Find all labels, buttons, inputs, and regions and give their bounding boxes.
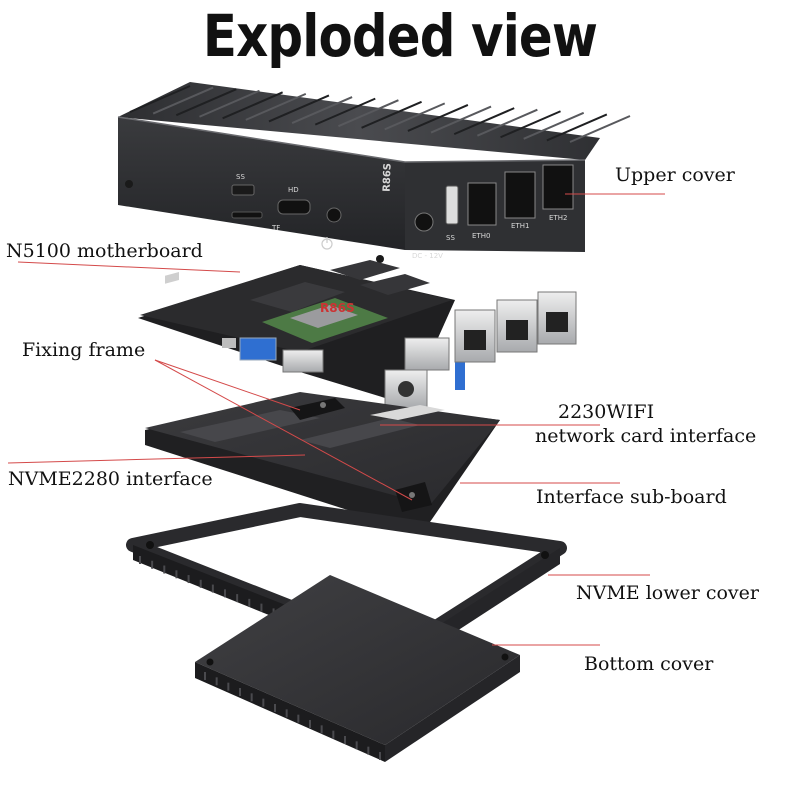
brand-logo-text: R86S [382, 163, 394, 192]
bottom-cover [195, 575, 520, 762]
dc-label: DC - 12V [412, 252, 443, 260]
fixing-frame-top [290, 398, 345, 420]
bottom-vents [204, 672, 381, 760]
ethernet-jacks [454, 291, 577, 363]
upper-cover: SS HD TF DC - 12V SS ETH0 ETH1 ETH2 R86S [117, 82, 631, 263]
n5100-motherboard: R86S [138, 260, 577, 409]
label-wifi-line1: 2230WIFI [558, 401, 655, 423]
label-wifi-line2: network card interface [535, 425, 757, 447]
usb-stack [404, 337, 450, 371]
usb3-port-blue [239, 337, 277, 361]
audio-jack [326, 207, 342, 223]
screw-hole-side [376, 255, 384, 263]
bottom-cover-top [195, 575, 520, 745]
label-nvme-lower-cover: NVME lower cover [576, 582, 759, 604]
hd-label: HD [288, 186, 299, 194]
usb-port-front [231, 184, 255, 196]
eth1-label: ETH1 [511, 222, 529, 230]
leader-lines [7, 193, 665, 646]
eth0-opening [467, 182, 497, 226]
power-icon [321, 237, 333, 250]
label-bottom-cover: Bottom cover [584, 653, 714, 675]
hdmi-port [282, 349, 324, 373]
dc-jack [414, 212, 434, 232]
hdmi-port-front [277, 199, 311, 215]
ss-front-label: SS [236, 173, 245, 181]
eth1-opening [504, 171, 536, 219]
usb-port-rear [445, 185, 459, 225]
label-nvme-interface: NVME2280 interface [8, 468, 213, 490]
tf-slot [231, 211, 263, 219]
ss-rear-label: SS [446, 234, 455, 242]
diagram-title: Exploded view [202, 2, 598, 70]
eth2-opening [542, 164, 574, 210]
wifi-slot [370, 405, 445, 420]
cooling-fins [129, 85, 631, 143]
tf-label: TF [271, 224, 280, 232]
eth2-label: ETH2 [549, 214, 567, 222]
label-upper-cover: Upper cover [615, 164, 735, 186]
label-motherboard: N5100 motherboard [6, 240, 203, 262]
label-fixing-frame: Fixing frame [22, 339, 146, 361]
board-brand-text: R86S [320, 301, 355, 315]
interface-sub-board [145, 392, 500, 522]
cpu-die [290, 305, 358, 328]
screw-hole-front [125, 180, 133, 188]
eth0-label: ETH0 [472, 232, 490, 240]
usb3-port-rear [455, 350, 465, 390]
upper-cover-top [118, 82, 600, 160]
label-sub-board: Interface sub-board [536, 486, 727, 508]
